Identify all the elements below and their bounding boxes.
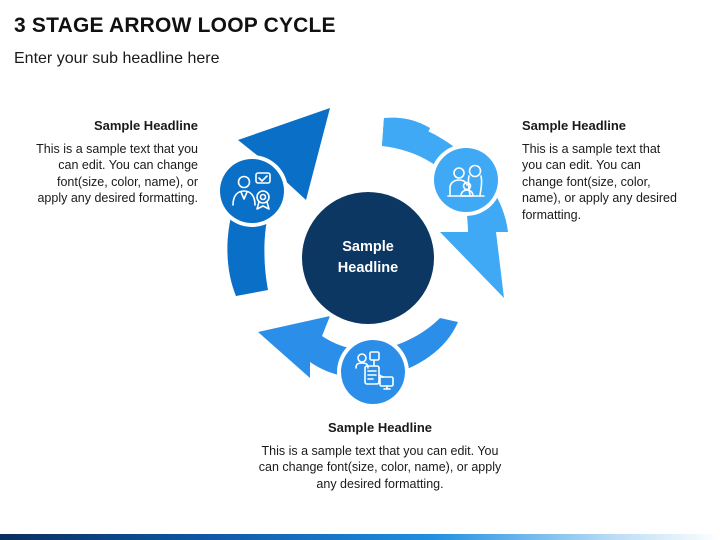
stage-2-badge bbox=[430, 144, 502, 216]
stage-3-text-block: Sample Headline This is a sample text th… bbox=[250, 420, 510, 492]
workflow-icon bbox=[355, 351, 394, 390]
stage-1-badge bbox=[216, 155, 288, 227]
award-person-icon bbox=[232, 172, 271, 210]
stage-1-body: This is a sample text that you can edit.… bbox=[36, 141, 198, 206]
stage-3-headline: Sample Headline bbox=[327, 420, 433, 435]
footer-gradient-bar bbox=[0, 534, 720, 540]
stage-1-headline: Sample Headline bbox=[93, 118, 198, 133]
stage-2-body: This is a sample text that you can edit.… bbox=[522, 141, 677, 222]
page-title: 3 STAGE ARROW LOOP CYCLE bbox=[14, 14, 336, 37]
center-node bbox=[298, 188, 438, 328]
stage-2-text-block: Sample Headline This is a sample text th… bbox=[522, 118, 682, 223]
stage-3-badge bbox=[337, 336, 409, 408]
page-subtitle: Enter your sub headline here bbox=[14, 50, 220, 67]
stage-2-headline: Sample Headline bbox=[522, 118, 627, 133]
center-headline-text: Sample Headline bbox=[337, 239, 399, 276]
center-headline: Sample Headline bbox=[300, 190, 436, 326]
stage-1-text-block: Sample Headline This is a sample text th… bbox=[36, 118, 198, 207]
family-icon bbox=[447, 164, 485, 197]
stage-3-body: This is a sample text that you can edit.… bbox=[258, 443, 502, 491]
